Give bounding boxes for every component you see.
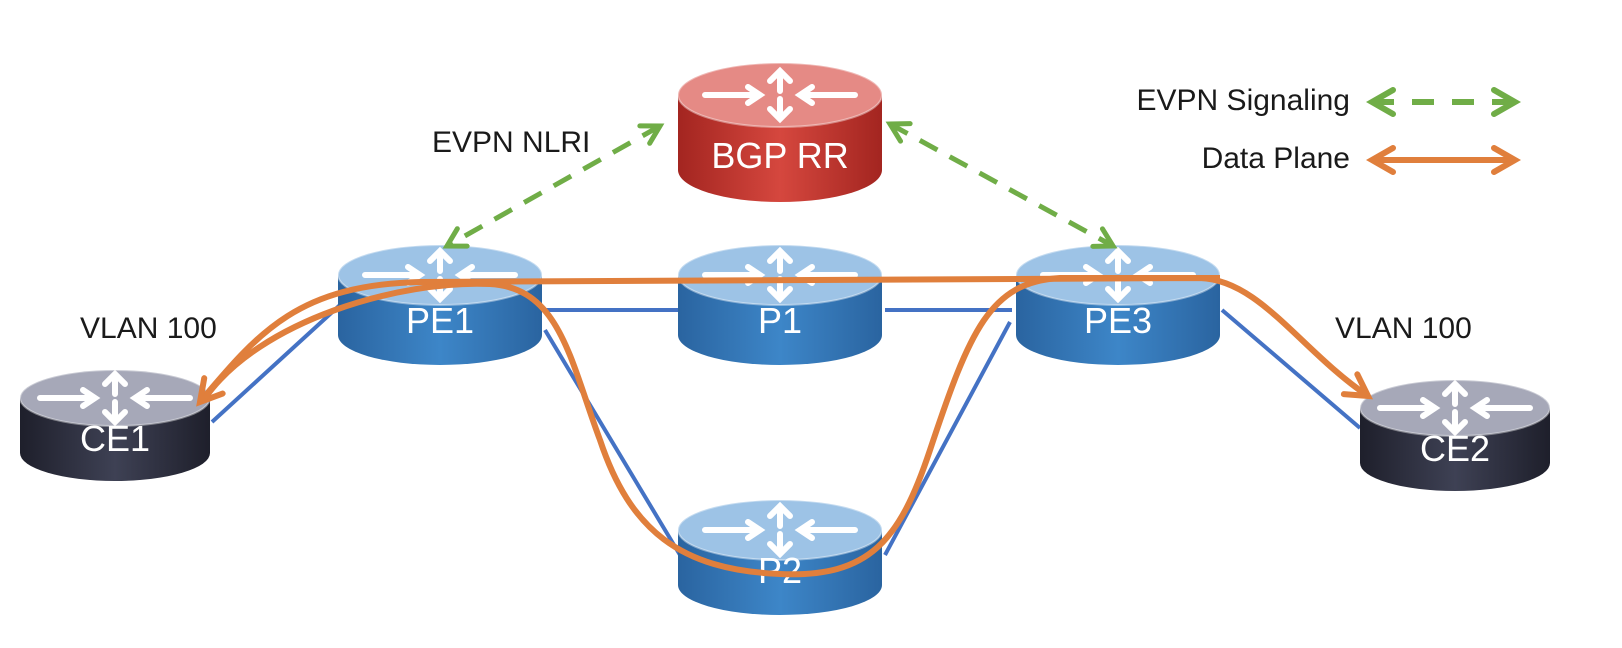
router-p1[interactable]: P1 <box>677 244 883 365</box>
router-ce2[interactable]: CE2 <box>1359 379 1551 491</box>
legend-data-plane-label: Data Plane <box>1202 142 1350 175</box>
router-label: CE2 <box>1420 428 1490 469</box>
vlan-right-label: VLAN 100 <box>1335 312 1472 345</box>
legend-signaling-label: EVPN Signaling <box>1137 84 1350 117</box>
router-top <box>677 62 883 128</box>
router-label: CE1 <box>80 418 150 459</box>
router-arrows-icon <box>37 369 193 427</box>
router-pe3[interactable]: PE3 <box>1015 244 1221 365</box>
router-top <box>677 499 883 561</box>
router-arrows-icon <box>1377 379 1533 437</box>
evpn-nlri-label: EVPN NLRI <box>432 126 590 159</box>
router-label: BGP RR <box>711 135 848 176</box>
router-top <box>677 244 883 306</box>
router-pe1[interactable]: PE1 <box>337 244 543 365</box>
link-line <box>1220 308 1362 430</box>
router-label: P1 <box>758 300 802 341</box>
data-plane-path-via-p2 <box>202 275 1220 578</box>
evpn-signaling-pe1 <box>442 123 665 249</box>
router-top <box>337 244 543 306</box>
data-plane-path-direct <box>196 274 1374 407</box>
flows <box>196 121 1374 578</box>
router-bgp-rr[interactable]: BGP RR <box>677 62 883 202</box>
router-p2[interactable]: P2 <box>677 499 883 615</box>
link-line <box>883 321 1012 556</box>
router-ce1[interactable]: CE1 <box>19 369 211 481</box>
router-arrows-icon <box>702 501 858 559</box>
link-line <box>543 328 682 557</box>
router-arrows-icon <box>702 66 858 124</box>
router-label: PE3 <box>1084 300 1152 341</box>
physical-links <box>210 303 1362 557</box>
router-label: PE1 <box>406 300 474 341</box>
evpn-signaling-pe3 <box>885 121 1118 249</box>
vlan-left-label: VLAN 100 <box>80 312 217 345</box>
legend: EVPN Signaling Data Plane <box>1137 84 1522 175</box>
